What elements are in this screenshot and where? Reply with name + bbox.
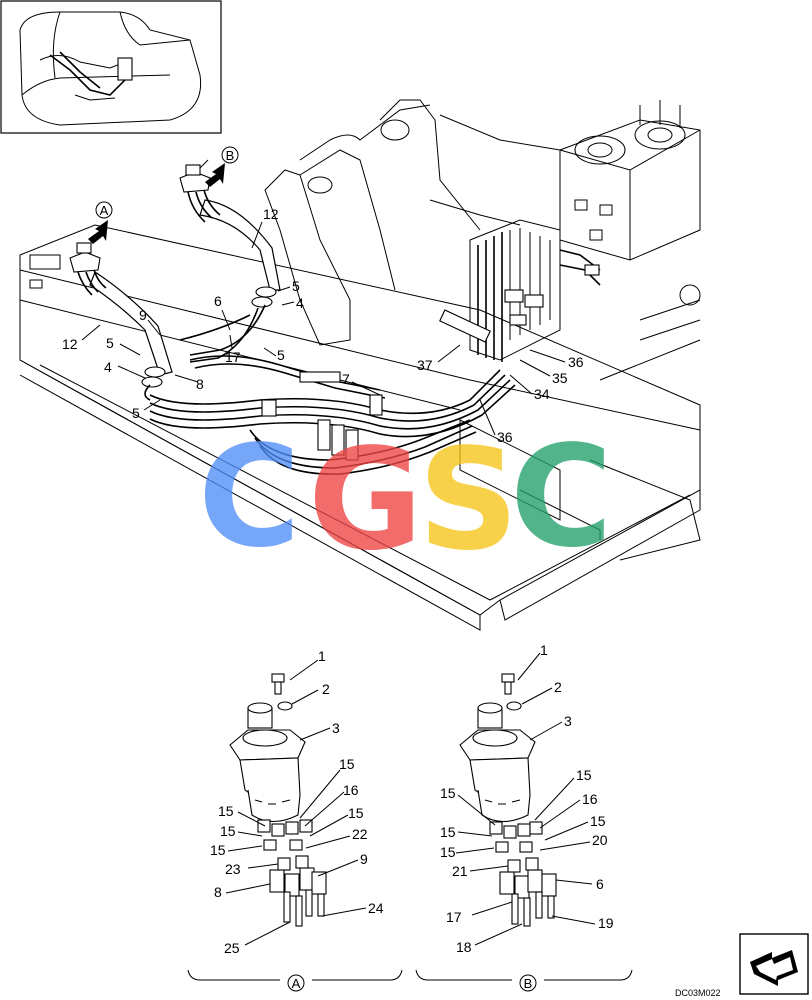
callout-6: 6: [596, 876, 604, 892]
callout-8: 8: [196, 376, 204, 392]
callout-15: 15: [210, 842, 226, 858]
callout-12-left: 12: [62, 336, 78, 352]
detail-a: 1 2 3 15 16 15 22 15 15 15 23 9 8 24 25 …: [187, 648, 403, 992]
callout-17: 17: [446, 909, 462, 925]
callout-6: 6: [214, 293, 222, 309]
callout-35: 35: [552, 370, 568, 386]
callout-3: 3: [564, 713, 572, 729]
protective-sleeve-12: [89, 199, 281, 401]
callout-5: 5: [106, 335, 114, 351]
view-marker-b: B: [221, 146, 239, 164]
callout-16: 16: [582, 791, 598, 807]
svg-text:B: B: [226, 148, 235, 163]
callout-4: 4: [296, 295, 304, 311]
callout-9: 9: [360, 851, 368, 867]
callout-3: 3: [332, 720, 340, 736]
detail-a-label: A: [292, 976, 301, 991]
callout-12-top: 12: [263, 206, 279, 222]
svg-text:G: G: [308, 419, 423, 582]
callout-25: 25: [224, 940, 240, 956]
callout-15: 15: [440, 844, 456, 860]
callout-4: 4: [104, 359, 112, 375]
callout-15: 15: [440, 824, 456, 840]
callout-18: 18: [456, 939, 472, 955]
callout-20: 20: [592, 832, 608, 848]
callout-24: 24: [368, 900, 384, 916]
callout-2: 2: [554, 679, 562, 695]
view-marker-a: A: [95, 201, 113, 219]
callout-1: 1: [318, 648, 326, 664]
arrow-b-icon: [205, 163, 225, 187]
cgsc-watermark: C G S C: [198, 416, 613, 582]
detail-b-label: B: [524, 976, 533, 991]
callout-15: 15: [576, 767, 592, 783]
callout-16: 16: [343, 782, 359, 798]
callout-15: 15: [218, 803, 234, 819]
callout-2: 2: [322, 681, 330, 697]
machine-thumbnail-icon: [0, 0, 222, 134]
callout-36: 36: [497, 429, 513, 445]
svg-text:C: C: [510, 416, 613, 579]
callout-8: 8: [214, 884, 222, 900]
next-page-arrow-icon[interactable]: [739, 933, 809, 995]
callout-15: 15: [220, 823, 236, 839]
callout-17: 17: [225, 349, 241, 365]
svg-text:C: C: [198, 416, 301, 579]
callout-9: 9: [139, 307, 147, 323]
svg-text:S: S: [418, 419, 519, 582]
callout-15: 15: [590, 813, 606, 829]
arrow-a-icon: [88, 220, 108, 244]
callout-19: 19: [598, 915, 614, 931]
callout-21: 21: [452, 863, 468, 879]
callout-37: 37: [417, 357, 433, 373]
callout-36: 36: [568, 354, 584, 370]
callout-5: 5: [277, 347, 285, 363]
callout-1: 1: [540, 642, 548, 658]
svg-text:A: A: [100, 203, 109, 218]
callout-22: 22: [352, 826, 368, 842]
callout-23: 23: [225, 861, 241, 877]
callout-5: 5: [132, 405, 140, 421]
detail-b: 1 2 3 15 16 15 20 15 15 15 21 6 17 19 18…: [415, 642, 633, 992]
control-valve-cluster: [439, 219, 601, 362]
drawing-code: DC03M022: [675, 988, 721, 998]
joystick-a: [69, 242, 107, 296]
callout-15: 15: [339, 756, 355, 772]
callout-34: 34: [534, 386, 550, 402]
callout-5: 5: [292, 278, 300, 294]
main-assembly-view: B A 12 5 4 6 9 12 5 17 5 4: [19, 99, 701, 631]
callout-7: 7: [342, 371, 350, 387]
callout-15: 15: [440, 785, 456, 801]
pilot-hose-bundle: [149, 355, 516, 475]
callout-15: 15: [348, 805, 364, 821]
